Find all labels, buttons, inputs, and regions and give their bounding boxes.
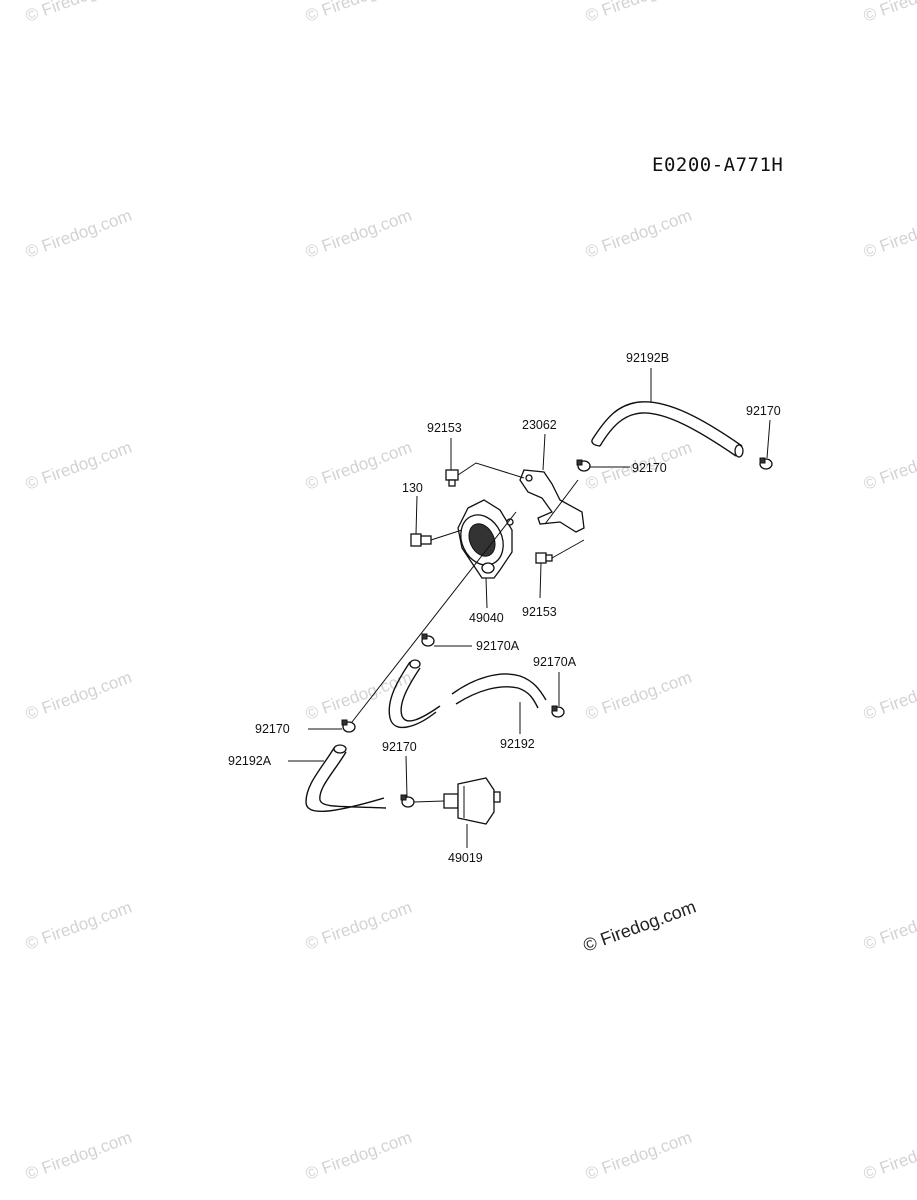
clamp-icon bbox=[341, 719, 356, 733]
bolt-icon bbox=[410, 533, 432, 547]
watermark: © Firedog.com bbox=[23, 898, 134, 954]
callout-49040: 49040 bbox=[469, 611, 504, 625]
diagram-code: E0200-A771H bbox=[652, 154, 783, 176]
hose-92192b bbox=[591, 401, 744, 458]
watermark: © Firedog.com bbox=[23, 1128, 134, 1184]
callout-49019: 49019 bbox=[448, 851, 483, 865]
clamp-icon bbox=[576, 459, 591, 472]
callout-92170a: 92170A bbox=[533, 655, 577, 669]
watermark: © Firedog.com bbox=[303, 0, 414, 26]
callout-92192a: 92192A bbox=[228, 754, 272, 768]
watermark: © Firedog.com bbox=[861, 1128, 917, 1184]
watermark: © Firedog.com bbox=[583, 0, 694, 26]
watermark: © Firedog.com bbox=[23, 668, 134, 724]
callout-130: 130 bbox=[402, 481, 423, 495]
callout-92170a: 92170A bbox=[476, 639, 520, 653]
callout-23062: 23062 bbox=[522, 418, 557, 432]
watermark: © Firedog.com bbox=[583, 1128, 694, 1184]
callout-92170: 92170 bbox=[746, 404, 781, 418]
watermark-layer: © Firedog.com © Firedog.com © Firedog.co… bbox=[23, 0, 917, 1184]
callout-92170: 92170 bbox=[382, 740, 417, 754]
watermark: © Firedog.com bbox=[303, 438, 414, 494]
watermark: © Firedog.com bbox=[303, 1128, 414, 1184]
callout-92153: 92153 bbox=[522, 605, 557, 619]
watermark: © Firedog.com bbox=[861, 0, 917, 26]
callout-labels: 92192B 92170 23062 92153 92170 130 49040… bbox=[228, 351, 781, 865]
watermark: © Firedog.com bbox=[23, 438, 134, 494]
watermark: © Firedog.com bbox=[303, 898, 414, 954]
callout-92170: 92170 bbox=[632, 461, 667, 475]
callout-92153: 92153 bbox=[427, 421, 462, 435]
bracket-23062 bbox=[519, 469, 585, 533]
watermark-prominent: © Firedog.com bbox=[581, 896, 699, 955]
watermark: © Firedog.com bbox=[303, 206, 414, 262]
bolt-icon bbox=[445, 469, 459, 487]
fuel-pump-49040 bbox=[457, 499, 514, 579]
clamp-icon bbox=[759, 457, 773, 470]
leader-lines bbox=[288, 368, 771, 848]
watermark: © Firedog.com bbox=[583, 668, 694, 724]
watermark: © Firedog.com bbox=[23, 0, 134, 26]
callout-92192: 92192 bbox=[500, 737, 535, 751]
watermark: © Firedog.com bbox=[861, 668, 917, 724]
callout-92192b: 92192B bbox=[626, 351, 669, 365]
clamp-icon bbox=[551, 705, 565, 718]
watermark: © Firedog.com bbox=[303, 668, 414, 724]
watermark: © Firedog.com bbox=[583, 206, 694, 262]
watermark: © Firedog.com bbox=[23, 206, 134, 262]
watermark: © Firedog.com bbox=[861, 206, 917, 262]
bolt-icon bbox=[535, 552, 553, 564]
callout-92170: 92170 bbox=[255, 722, 290, 736]
watermark: © Firedog.com bbox=[861, 898, 917, 954]
fuel-filter-49019 bbox=[443, 777, 501, 825]
hose-92192a bbox=[305, 744, 387, 812]
clamp-icon bbox=[421, 633, 435, 647]
watermark: © Firedog.com bbox=[861, 438, 917, 494]
hose-92192 bbox=[388, 659, 547, 729]
clamp-icon bbox=[400, 794, 415, 808]
